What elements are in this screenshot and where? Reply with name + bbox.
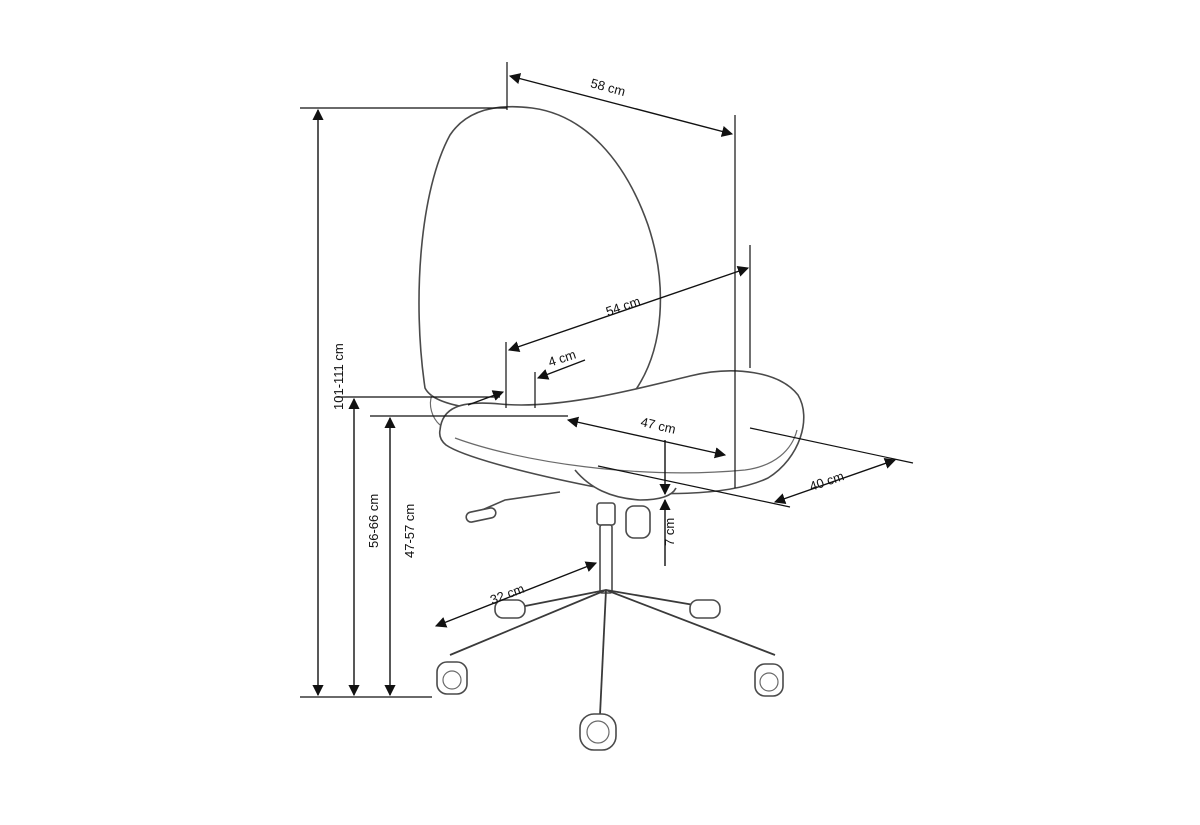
dim-47cm [566,416,727,459]
dim-54cm [507,265,750,353]
label-40cm: 40 cm [807,468,845,494]
label-101-111cm: 101-111 cm [331,343,346,410]
dim-58cm [508,73,734,137]
caster-front-right [754,663,784,697]
lever-handle [465,507,497,523]
gas-lift-cylinder-top [596,502,616,526]
adjustment-lever [481,491,561,511]
dimension-lines [300,62,914,698]
dim-4cm-right [536,359,586,380]
chair-illustration [418,105,805,751]
dim-40cm [773,458,897,504]
dim-32cm [434,561,598,628]
casters [436,599,784,751]
mechanism-knob [625,505,651,539]
label-56-66cm: 56-66 cm [366,494,381,548]
label-7cm: 7 cm [662,518,677,546]
dim-4cm-left [467,390,505,406]
caster-back-right [689,599,721,619]
label-58cm: 58 cm [589,75,627,99]
caster-front-left [436,661,468,695]
caster-front-center [579,713,617,751]
label-47-57cm: 47-57 cm [402,504,417,558]
gas-lift-cylinder [599,524,613,594]
seat-seam [454,429,798,474]
backrest [418,105,662,412]
